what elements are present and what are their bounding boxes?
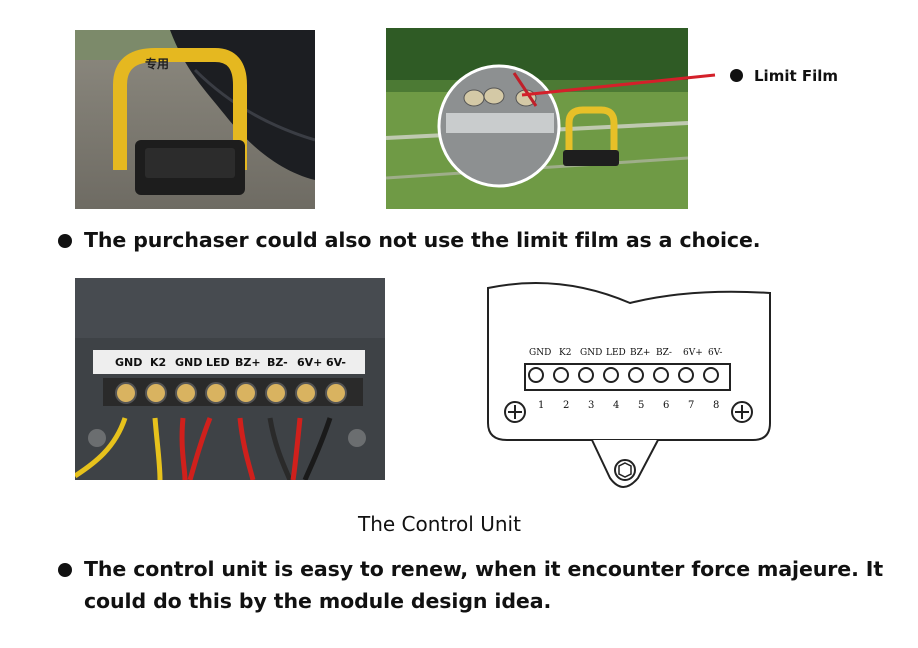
terminal-label: GND (115, 356, 143, 369)
bullet-text-1: The purchaser could also not use the lim… (84, 228, 761, 252)
diagram-terminal-number: 4 (613, 400, 620, 411)
diagram-terminal-number: 8 (713, 400, 720, 411)
terminal-screw-icon (528, 367, 544, 383)
terminal-screw-icon (653, 367, 669, 383)
diagram-terminal-label: 6V+ (683, 348, 703, 358)
bullet-text-2-line-1: The control unit is easy to renew, when … (84, 557, 884, 581)
control-unit-diagram: GND K2 GND LED BZ+ BZ- 6V+ 6V- 1 2 3 4 5… (480, 278, 780, 498)
figure-caption: The Control Unit (358, 512, 521, 536)
parking-lock-photo: 专用 (75, 30, 315, 209)
diagram-terminal-label: K2 (559, 348, 572, 358)
terminal-screw-icon (628, 367, 644, 383)
diagram-terminal-label: LED (606, 348, 626, 358)
terminal-screw-icon (703, 367, 719, 383)
screw-icon (295, 382, 317, 404)
screw-icon (325, 382, 347, 404)
terminal-label: GND (175, 356, 203, 369)
bullet-icon (58, 563, 72, 577)
diagram-terminal-number: 1 (538, 400, 545, 411)
limit-film-photo (386, 28, 688, 209)
diagram-terminal-label: GND (529, 348, 552, 358)
limit-film-label: Limit Film (754, 67, 839, 85)
diagram-terminal-label: GND (580, 348, 603, 358)
diagram-terminal-number: 5 (638, 400, 645, 411)
terminal-screw-icon (578, 367, 594, 383)
terminal-label: BZ- (267, 356, 288, 369)
screw-icon (145, 382, 167, 404)
diagram-terminal-label: 6V- (708, 348, 723, 358)
diagram-terminal-label: BZ+ (630, 348, 651, 358)
terminal-block-photo: GND K2 GND LED BZ+ BZ- 6V+ 6V- (75, 278, 385, 480)
terminal-label: BZ+ (235, 356, 261, 369)
terminal-label: LED (206, 356, 230, 369)
screw-icon (235, 382, 257, 404)
diagram-terminal-number: 2 (563, 400, 570, 411)
diagram-terminal-number: 7 (688, 400, 695, 411)
terminal-label: 6V- (326, 356, 346, 369)
lock-sign-text: 专用 (145, 57, 170, 71)
bullet-icon (58, 234, 72, 248)
screw-icon (205, 382, 227, 404)
screw-icon (175, 382, 197, 404)
terminal-label: K2 (150, 356, 167, 369)
terminal-label-row: GND K2 GND LED BZ+ BZ- 6V+ 6V- (115, 356, 365, 374)
screw-icon (265, 382, 287, 404)
terminal-screw-icon (553, 367, 569, 383)
terminal-screw-icon (603, 367, 619, 383)
diagram-terminal-label: BZ- (656, 348, 672, 358)
callout-line (521, 73, 716, 97)
bullet-text-2-line-2: could do this by the module design idea. (84, 589, 552, 613)
terminal-screw-icon (678, 367, 694, 383)
diagram-terminal-number: 3 (588, 400, 595, 411)
diagram-terminal-number: 6 (663, 400, 670, 411)
terminal-label: 6V+ (297, 356, 323, 369)
screw-icon (115, 382, 137, 404)
callout-bullet-icon (730, 69, 743, 82)
